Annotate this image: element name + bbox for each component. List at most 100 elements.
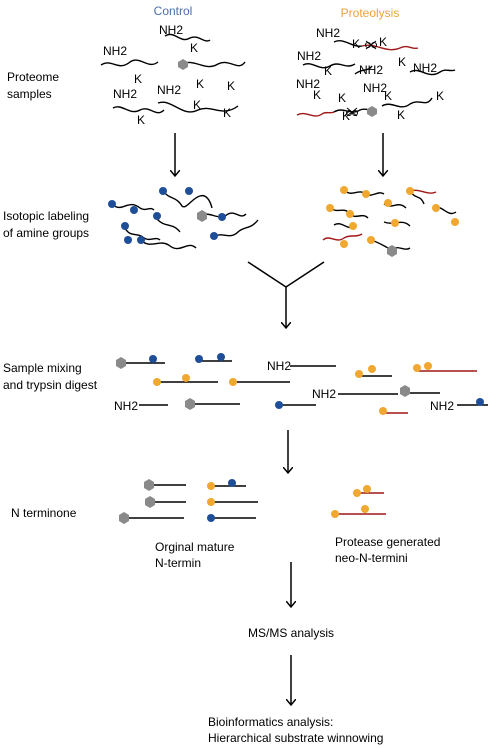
- nh2-label: NH2: [103, 44, 127, 58]
- nh2-label: NH2: [267, 359, 291, 373]
- proteolysis-label-dots: [326, 186, 459, 248]
- k-label: K: [352, 37, 360, 51]
- nh2-label: NH2: [363, 81, 387, 95]
- merge-connector: [247, 261, 325, 288]
- k-label: K: [342, 109, 350, 123]
- orange-label-dot: [384, 199, 392, 207]
- grey-hexagon: [144, 479, 154, 491]
- k-label: K: [397, 108, 405, 122]
- k-label: K: [338, 91, 346, 105]
- scissors-icon: [365, 40, 377, 50]
- blue-label-dot: [130, 206, 138, 214]
- blue-label-dot: [149, 355, 157, 363]
- grey-hexagon: [116, 357, 126, 369]
- group-original-line-2: N-termin: [155, 556, 201, 570]
- k-label: K: [227, 79, 235, 93]
- step-bioinf-line-2: Hierarchical substrate winnowing: [208, 731, 383, 745]
- digest-peptides: [125, 360, 488, 414]
- step-mixing-label: Sample mixing and trypsin digest: [3, 361, 98, 392]
- k-label: K: [190, 41, 198, 55]
- step-labeling-line-2: of amine groups: [3, 226, 89, 240]
- orange-label-dot: [451, 218, 459, 226]
- step-proteome-line-1: Proteome: [7, 70, 59, 84]
- blue-label-dot: [210, 232, 218, 240]
- step-bioinf-line-1: Bioinformatics analysis:: [208, 715, 333, 729]
- step-proteome-line-2: samples: [7, 87, 52, 101]
- k-label: K: [137, 113, 145, 127]
- blue-label-dot: [153, 212, 161, 220]
- orange-label-dot: [207, 482, 215, 490]
- group-protease-line-1: Protease generated: [335, 535, 440, 549]
- orange-label-dot: [353, 489, 361, 497]
- neo-nterm-peptides: [334, 492, 386, 515]
- k-label: K: [196, 77, 204, 91]
- k-label: K: [324, 64, 332, 78]
- k-label: K: [313, 88, 321, 102]
- blue-label-dot: [218, 213, 226, 221]
- nh2-label: NH2: [114, 399, 138, 413]
- grey-hexagon: [119, 512, 129, 524]
- orange-label-dot: [362, 190, 370, 198]
- blue-label-dot: [137, 236, 145, 244]
- orange-label-dot: [361, 505, 369, 513]
- blue-label-dot: [275, 401, 283, 409]
- proteolysis-proteins: [296, 40, 456, 117]
- control-proteome-hexagon: [178, 59, 188, 70]
- nh2-label: NH2: [113, 87, 137, 101]
- original-nterm-markers: [119, 479, 236, 524]
- group-original-label: Orginal mature N-termin: [155, 540, 238, 570]
- blue-label-dot: [121, 222, 129, 230]
- orange-label-dot: [346, 210, 354, 218]
- nh2-label: NH2: [316, 26, 340, 40]
- blue-label-dot: [124, 236, 132, 244]
- orange-label-dot: [229, 378, 237, 386]
- orange-label-dot: [182, 374, 190, 382]
- step-terminone-label: N terminone: [11, 506, 77, 520]
- step-mixing-line-1: Sample mixing: [3, 361, 82, 375]
- k-label: K: [398, 55, 406, 69]
- grey-hexagon: [400, 385, 410, 397]
- grey-hexagon: [145, 496, 155, 508]
- orange-label-dot: [326, 204, 334, 212]
- neo-nterm-markers: [331, 485, 371, 518]
- k-label: K: [436, 89, 444, 103]
- orange-label-dot: [379, 407, 387, 415]
- orange-label-dot: [363, 485, 371, 493]
- proteolysis-header: Proteolysis: [341, 6, 400, 20]
- digest-markers: [116, 353, 484, 415]
- step-labeling-line-1: Isotopic labeling: [3, 209, 89, 223]
- blue-label-dot: [108, 200, 116, 208]
- nh2-label: NH2: [159, 23, 183, 37]
- orange-label-dot: [153, 378, 161, 386]
- nh2-label: NH2: [413, 61, 437, 75]
- nh2-label: NH2: [296, 77, 320, 91]
- k-label: K: [193, 98, 201, 112]
- orange-label-dot: [391, 219, 399, 227]
- orange-label-dot: [367, 236, 375, 244]
- step-ms-label: MS/MS analysis: [248, 626, 334, 640]
- group-protease-label: Protease generated neo-N-termini: [335, 535, 444, 565]
- orange-label-dot: [349, 222, 357, 230]
- k-label: K: [134, 72, 142, 86]
- step-mixing-line-2: and trypsin digest: [3, 378, 98, 392]
- scissors-icon: [346, 107, 358, 117]
- blue-label-dot: [207, 514, 215, 522]
- control-proteins: [100, 33, 246, 114]
- orange-label-dot: [432, 204, 440, 212]
- nh2-label: NH2: [297, 49, 321, 63]
- original-nterm-peptides: [124, 484, 258, 519]
- blue-label-dot: [185, 187, 193, 195]
- orange-label-dot: [368, 365, 376, 373]
- orange-label-dot: [413, 364, 421, 372]
- nh2-label: NH2: [157, 83, 181, 97]
- blue-label-dot: [228, 479, 236, 487]
- k-label: K: [384, 89, 392, 103]
- control-labeled-hexagon: [197, 210, 207, 222]
- nh2-label: NH2: [430, 399, 454, 413]
- group-protease-line-2: neo-N-termini: [335, 551, 408, 565]
- orange-label-dot: [406, 187, 414, 195]
- orange-label-dot: [355, 370, 363, 378]
- k-label: K: [379, 35, 387, 49]
